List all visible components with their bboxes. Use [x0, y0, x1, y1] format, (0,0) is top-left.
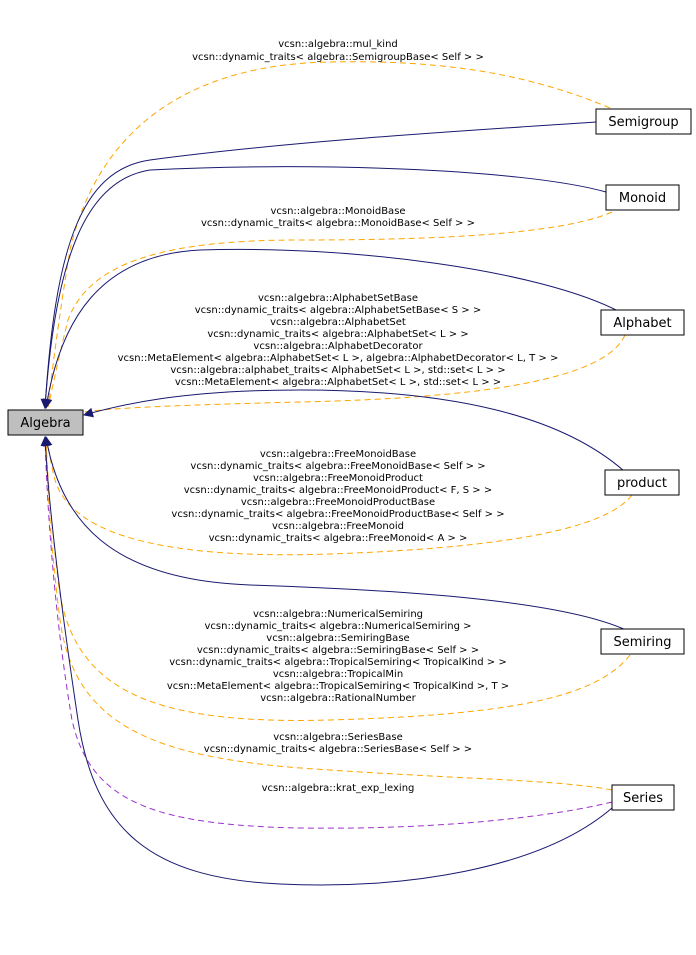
label-line: vcsn::algebra::AlphabetSet [270, 317, 406, 328]
node-box [7, 409, 84, 436]
node-label: Series [623, 791, 663, 806]
node-semigroup[interactable]: Semigroup [595, 108, 692, 135]
label-line: vcsn::dynamic_traits< algebra::MonoidBas… [201, 218, 475, 229]
node-box [595, 108, 692, 135]
label-semiring: vcsn::algebra::NumericalSemiring vcsn::d… [167, 609, 509, 704]
label-line: vcsn::dynamic_traits< algebra::FreeMonoi… [184, 485, 492, 496]
label-line: vcsn::algebra::FreeMonoidProduct [253, 473, 423, 484]
label-line: vcsn::dynamic_traits< algebra::Semigroup… [192, 52, 484, 63]
label-semigroup: vcsn::algebra::mul_kind vcsn::dynamic_tr… [192, 39, 484, 63]
label-line: vcsn::dynamic_traits< algebra::TropicalS… [169, 657, 506, 668]
node-product[interactable]: product [604, 469, 680, 496]
node-semiring[interactable]: Semiring [600, 628, 685, 655]
label-line: vcsn::algebra::mul_kind [278, 39, 398, 50]
node-monoid[interactable]: Monoid [605, 184, 680, 211]
edge-series-template [44, 436, 613, 829]
label-line: vcsn::algebra::RationalNumber [260, 693, 416, 704]
label-line: vcsn::dynamic_traits< algebra::FreeMonoi… [190, 461, 485, 472]
edge-product-usage [46, 436, 633, 556]
label-alphabet: vcsn::algebra::AlphabetSetBase vcsn::dyn… [118, 293, 559, 388]
label-line: vcsn::algebra::AlphabetSetBase [258, 293, 418, 304]
edge-series-inherit[interactable] [40, 436, 613, 886]
node-label: Semigroup [608, 115, 678, 130]
label-line: vcsn::algebra::TropicalMin [273, 669, 403, 680]
node-algebra[interactable]: Algebra [7, 409, 84, 436]
node-box [611, 784, 675, 811]
label-line: vcsn::algebra::AlphabetDecorator [253, 341, 423, 352]
edge-semigroup-inherit[interactable] [40, 121, 597, 409]
node-box [600, 309, 685, 336]
edge-series-usage [45, 436, 613, 791]
node-label: product [617, 476, 667, 491]
edge-semiring-inherit[interactable] [42, 436, 627, 631]
label-line: vcsn::algebra::SemiringBase [266, 633, 409, 644]
label-line: vcsn::algebra::krat_exp_lexing [262, 783, 415, 794]
label-line: vcsn::dynamic_traits< algebra::SemiringB… [197, 645, 479, 656]
label-line: vcsn::algebra::MonoidBase [270, 206, 405, 217]
node-box [600, 628, 685, 655]
label-line: vcsn::algebra::FreeMonoidProductBase [241, 497, 435, 508]
label-line: vcsn::algebra::FreeMonoidBase [260, 449, 416, 460]
node-alphabet[interactable]: Alphabet [600, 309, 685, 336]
label-line: vcsn::algebra::SeriesBase [273, 732, 403, 743]
label-line: vcsn::algebra::alphabet_traits< Alphabet… [170, 365, 505, 376]
node-box [604, 469, 680, 496]
label-line: vcsn::algebra::FreeMonoid [272, 521, 404, 532]
label-monoid: vcsn::algebra::MonoidBase vcsn::dynamic_… [201, 206, 475, 229]
node-series[interactable]: Series [611, 784, 675, 811]
label-line: vcsn::dynamic_traits< algebra::FreeMonoi… [209, 533, 468, 544]
node-label: Algebra [20, 416, 70, 431]
label-line: vcsn::MetaElement< algebra::AlphabetSet<… [118, 353, 559, 364]
label-product: vcsn::algebra::FreeMonoidBase vcsn::dyna… [171, 449, 504, 544]
edge-monoid-inherit[interactable] [40, 166, 607, 409]
label-line: vcsn::dynamic_traits< algebra::AlphabetS… [195, 305, 481, 316]
label-line: vcsn::dynamic_traits< algebra::FreeMonoi… [171, 509, 504, 520]
label-line: vcsn::dynamic_traits< algebra::Numerical… [205, 621, 472, 632]
node-label: Monoid [619, 191, 666, 206]
label-series-template: vcsn::algebra::krat_exp_lexing [262, 783, 415, 794]
label-line: vcsn::dynamic_traits< algebra::AlphabetS… [207, 329, 468, 340]
node-box [605, 184, 680, 211]
label-line: vcsn::dynamic_traits< algebra::SeriesBas… [204, 744, 472, 755]
label-line: vcsn::MetaElement< algebra::TropicalSemi… [167, 681, 509, 692]
edge-product-inherit[interactable] [83, 389, 625, 472]
node-label: Alphabet [613, 316, 671, 331]
label-line: vcsn::algebra::NumericalSemiring [253, 609, 423, 620]
label-series: vcsn::algebra::SeriesBase vcsn::dynamic_… [204, 732, 472, 755]
edge-alphabet-usage [83, 334, 626, 413]
label-line: vcsn::MetaElement< algebra::AlphabetSet<… [175, 377, 501, 388]
node-label: Semiring [614, 635, 672, 650]
edge-alphabet-inherit[interactable] [42, 248, 621, 409]
